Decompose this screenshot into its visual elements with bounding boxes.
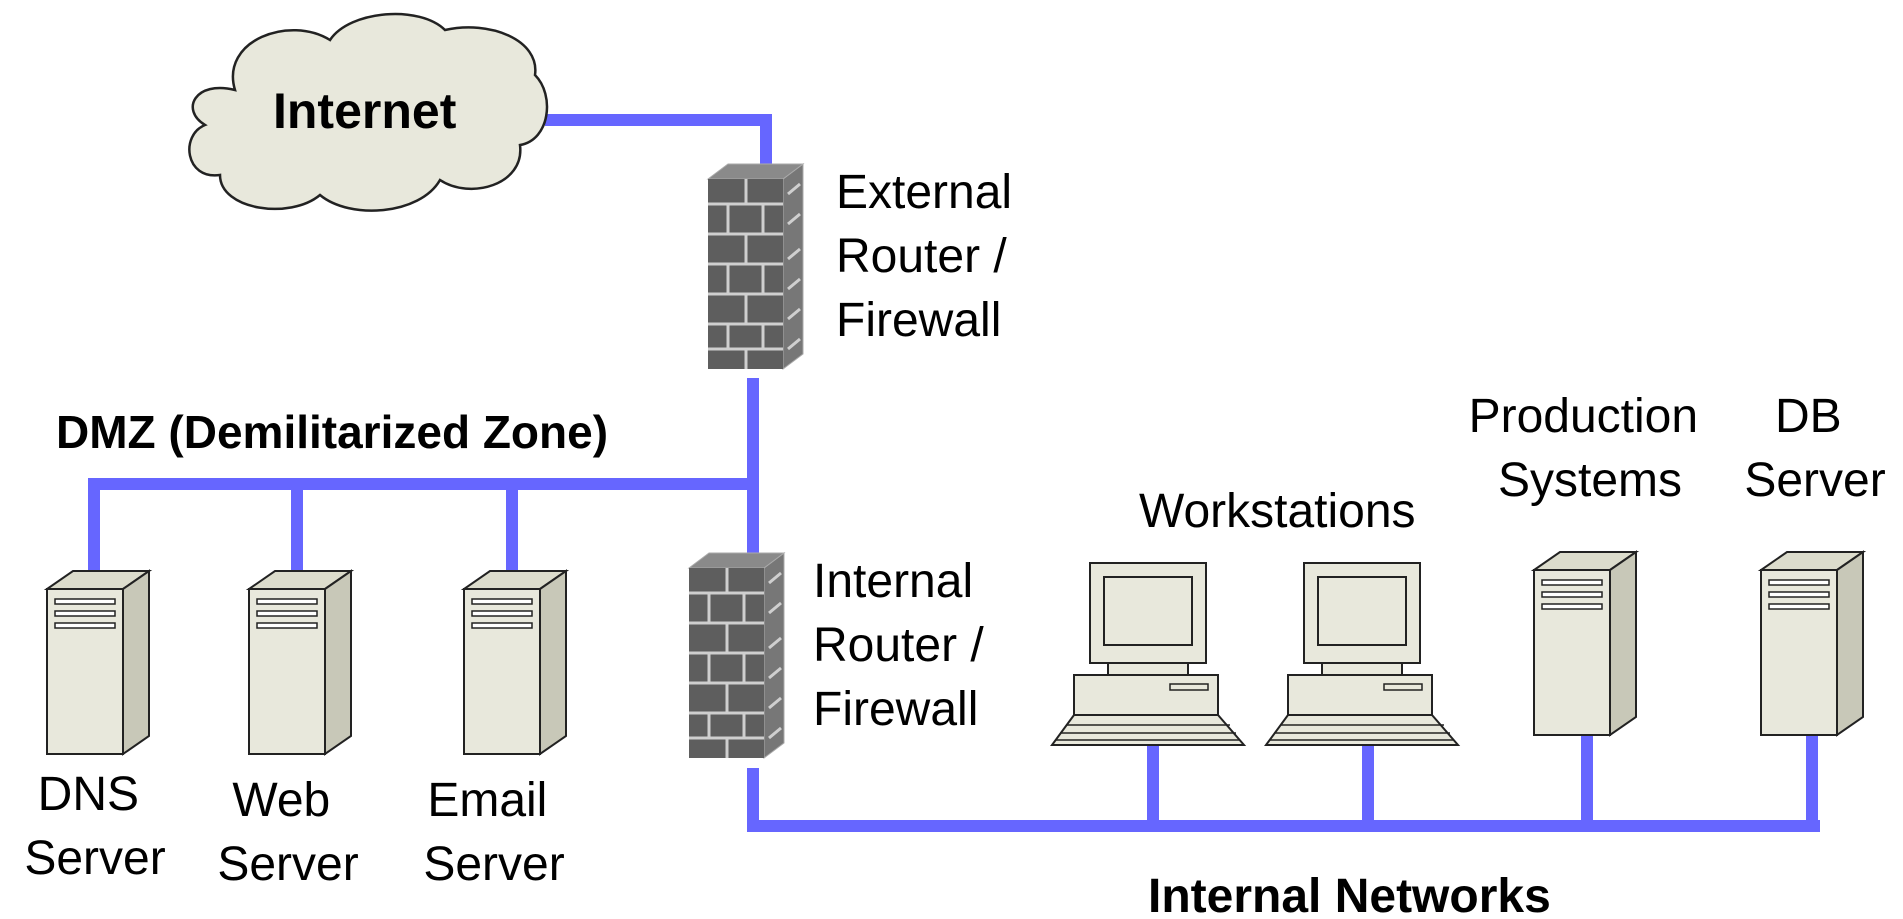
internal-fw-label-line3: Firewall [813,683,978,736]
internal-firewall: Internal Router / Firewall [687,551,997,760]
email-server: Email Server [423,570,567,891]
workstations-label: Workstations [1139,485,1416,538]
desktop-computer-icon [1051,562,1245,746]
cloud-icon [188,12,549,212]
internet-label: Internet [273,83,457,139]
tower-server-icon [1760,551,1864,736]
dns-label-line1: DNS [38,768,139,821]
db-server: DB Server [1744,390,1886,736]
svg-text:Web Server: Web Server [217,774,358,891]
internal-fw-label-line1: Internal [813,555,973,608]
external-fw-label-line3: Firewall [836,294,1001,347]
dns-label-line2: Server [24,832,165,885]
production-label-line1: Production [1469,390,1698,443]
svg-text:Internal Router /: Internal Router / Firewall [813,555,997,736]
production-label-line2: Systems [1498,454,1682,507]
email-label-line2: Server [423,838,564,891]
workstation-1 [1051,562,1245,746]
external-fw-label-line1: External [836,166,1012,219]
internet-uplink [545,114,772,168]
db-label-line2: Server [1744,454,1885,507]
brick-wall-firewall-icon [687,551,786,760]
web-label-line1: Web [232,774,330,827]
desktop-computer-icon [1265,562,1459,746]
external-fw-label-line2: Router / [836,230,1007,283]
tower-server-icon [248,570,352,755]
internal-networks-label: Internal Networks [1148,870,1551,919]
web-label-line2: Server [217,838,358,891]
tower-server-icon [46,570,150,755]
production-systems: Production Systems [1469,390,1712,736]
svg-text:DB Server: DB Server [1744,390,1885,507]
brick-wall-firewall-icon [706,162,805,371]
web-server: Web Server [217,570,359,891]
network-links [88,114,1820,832]
db-label-line1: DB [1775,390,1842,443]
internal-fw-label-line2: Router / [813,619,984,672]
dmz-label: DMZ (Demilitarized Zone) [56,406,608,458]
internet-cloud: Internet [188,12,549,212]
dns-server: DNS Server [24,570,166,885]
email-label-line1: Email [427,774,547,827]
svg-text:DNS Server: DNS Server [24,768,165,885]
workstation-2 [1265,562,1459,746]
svg-text:External Router /: External Router / Firewall [836,166,1025,347]
tower-server-icon [463,570,567,755]
external-firewall: External Router / Firewall [706,162,1025,371]
tower-server-icon [1533,551,1637,736]
svg-text:Email Server: Email Server [423,774,564,891]
svg-text:Production Systems: Production Systems [1469,390,1712,507]
